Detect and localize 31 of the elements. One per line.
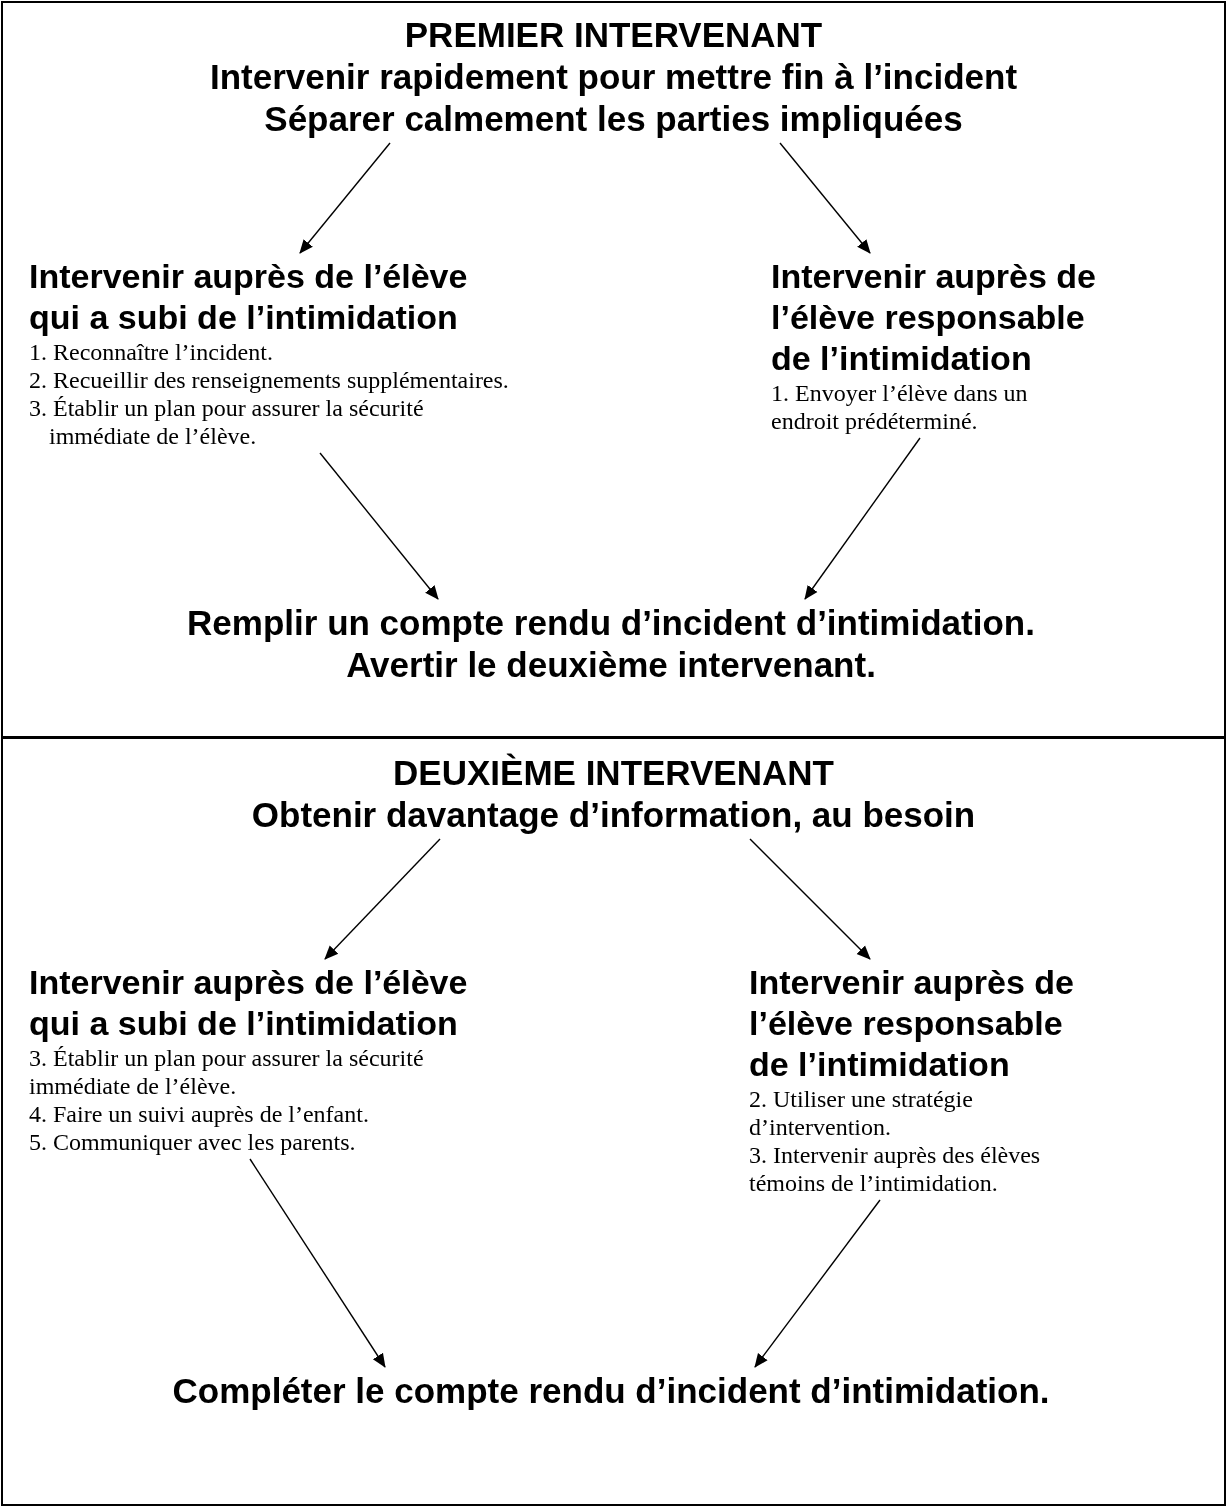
step-item: 5. Communiquer avec les parents.: [29, 1128, 356, 1156]
panel-box: [1, 1, 1226, 738]
arrow: [324, 838, 441, 960]
panel-box: [1, 737, 1226, 1506]
step-text: Compléter le compte rendu d’incident d’intimidation.: [172, 1370, 1050, 1412]
arrow: [779, 142, 871, 254]
step-text: Intervenir rapidement pour mettre fin à l’incident: [209, 56, 1018, 98]
box-heading: Intervenir auprès de l’élève qui a subi de l’intimidation: [29, 962, 469, 1044]
arrow: [319, 452, 439, 600]
step-text: Séparer calmement les parties impliquées: [264, 98, 963, 140]
step-item: 4. Faire un suivi auprès de l’enfant.: [29, 1100, 369, 1128]
step-text: Remplir un compte rendu d’incident d’intimidation.: [187, 602, 1035, 644]
step-text: Avertir le deuxième intervenant.: [346, 644, 876, 686]
section-heading: PREMIER INTERVENANT: [404, 14, 823, 56]
step-item: 3. Intervenir auprès des élèves témoins de l’intimidation.: [749, 1141, 1042, 1197]
arrow: [749, 838, 871, 960]
step-item: 1. Envoyer l’élève dans un endroit prédéterminé.: [771, 379, 1029, 435]
section-heading: DEUXIÈME INTERVENANT: [393, 752, 834, 794]
box-heading: Intervenir auprès de l’élève responsable de l’intimidation: [771, 256, 1097, 379]
step-item: 2. Recueillir des renseignements supplémentaires.: [29, 366, 509, 394]
step-item: 3. Établir un plan pour assurer la sécurité immédiate de l’élève.: [29, 1044, 425, 1100]
arrow: [249, 1158, 386, 1368]
arrow: [804, 437, 921, 600]
arrow: [754, 1199, 881, 1368]
box-heading: Intervenir auprès de l’élève responsable de l’intimidation: [749, 962, 1075, 1085]
box-heading: Intervenir auprès de l’élève qui a subi de l’intimidation: [29, 256, 469, 338]
step-text: Obtenir davantage d’information, au besoin: [251, 794, 976, 836]
step-item: 3. Établir un plan pour assurer la sécurité immédiate de l’élève.: [29, 394, 425, 450]
arrow: [299, 142, 391, 254]
step-item: 2. Utiliser une stratégie d’intervention.: [749, 1085, 974, 1141]
step-item: 1. Reconnaître l’incident.: [29, 338, 273, 366]
